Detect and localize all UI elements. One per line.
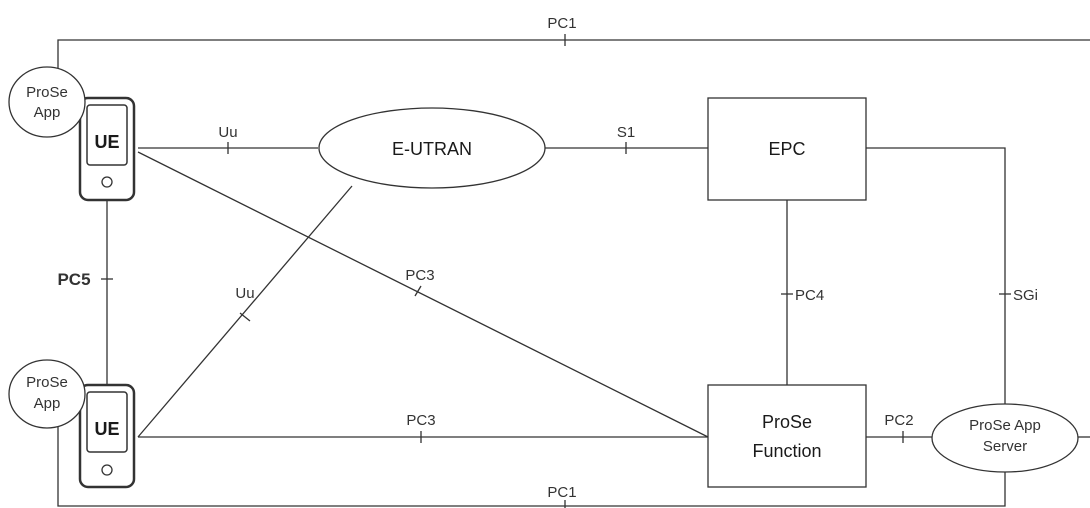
prose-app-bottom-node: ProSe App (8, 359, 86, 429)
pc1-bottom-link (57, 420, 1006, 507)
prose-app-top-node: ProSe App (8, 66, 86, 138)
pc1-top-label: PC1 (547, 15, 576, 32)
prose-app-top-line2: App (34, 104, 61, 121)
ue-bottom-label: UE (94, 419, 119, 439)
prose-app-bottom-line1: ProSe (26, 374, 68, 391)
uu-top-label: Uu (218, 124, 237, 141)
prose-function-line2: Function (752, 441, 821, 461)
pc1-top-link (57, 39, 1090, 82)
uu-diag-tick (239, 312, 251, 322)
sgi-link (866, 147, 1006, 404)
pc5-label: PC5 (57, 270, 90, 289)
eutran-label: E-UTRAN (392, 139, 472, 159)
eutran-node: E-UTRAN (318, 107, 546, 189)
prose-app-server-line1: ProSe App (969, 417, 1041, 434)
pc3-diag-link (137, 151, 709, 438)
prose-app-server-node: ProSe App Server (931, 403, 1079, 473)
prose-function-line1: ProSe (762, 412, 812, 432)
ue-top-node: UE (78, 96, 136, 202)
ue-bottom-node: UE (78, 383, 136, 489)
pc3-diag-label: PC3 (405, 267, 434, 284)
pc3-diag-tick (414, 285, 422, 297)
uu-diag-link (137, 185, 353, 438)
ue-top-label: UE (94, 132, 119, 152)
pc3-bottom-label: PC3 (406, 412, 435, 429)
epc-label: EPC (768, 139, 805, 159)
pc4-label: PC4 (795, 287, 824, 304)
uu-diag-label: Uu (235, 285, 254, 302)
sgi-label: SGi (1013, 287, 1038, 304)
pc2-label: PC2 (884, 412, 913, 429)
epc-node: EPC (707, 97, 867, 201)
s1-label: S1 (617, 124, 635, 141)
prose-app-server-line2: Server (983, 438, 1027, 455)
prose-app-bottom-line2: App (34, 395, 61, 412)
prose-function-node: ProSe Function (707, 384, 867, 488)
pc1-bottom-label: PC1 (547, 484, 576, 501)
prose-app-top-line1: ProSe (26, 84, 68, 101)
